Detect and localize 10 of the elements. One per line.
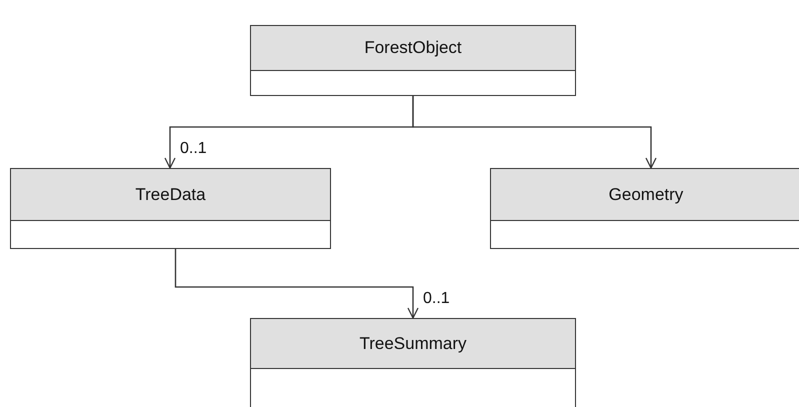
class-box <box>490 168 799 249</box>
class-name: TreeData <box>135 184 206 204</box>
class-box <box>250 318 576 407</box>
class-box <box>250 25 576 96</box>
arrow <box>412 96 657 169</box>
arrow <box>174 249 419 319</box>
class-box <box>10 168 331 249</box>
class-name: TreeSummary <box>359 334 467 354</box>
class-name: ForestObject <box>364 38 462 58</box>
class-name: Geometry <box>608 184 684 204</box>
